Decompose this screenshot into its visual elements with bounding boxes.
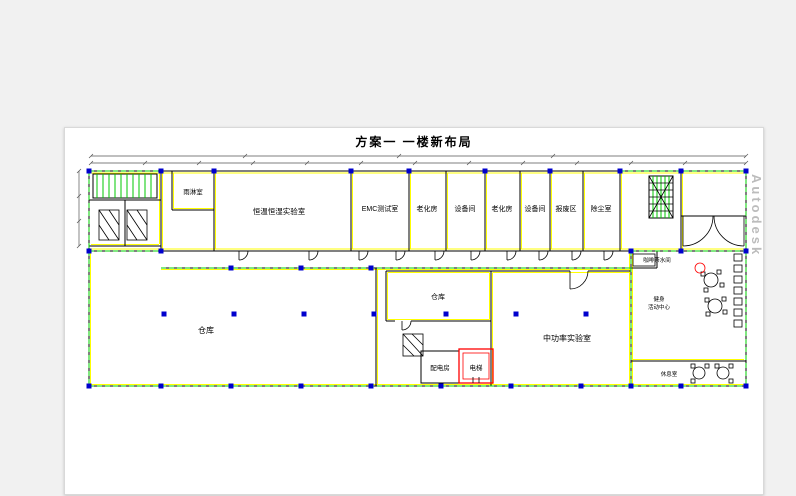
room-label-warehouse-small: 仓库 [431,292,445,301]
room-label-equipment-room-2: 设备间 [525,204,546,213]
elevator-shaft [458,348,494,384]
room-labels: 雨淋室 恒温恒湿实验室 EMC测试室 老化房 设备间 老化房 设备间 报废区 除… [183,187,677,378]
room-label-fitness-line2: 活动中心 [648,303,671,311]
room-label-thermo-lab: 恒温恒湿实验室 [253,206,306,216]
room-label-scrap-area: 报废区 [556,204,577,213]
column-layer [86,168,749,389]
furniture-right-wing [632,253,743,384]
room-label-equipment-room-1: 设备间 [455,204,476,213]
room-label-warehouse-main: 仓库 [198,325,214,335]
page-title: 方案一 一楼新布局 [355,135,473,149]
room-label-fitness-line1: 健身 [653,295,665,303]
room-label-aging-room-2: 老化房 [492,204,513,213]
stair-treads-right [648,175,674,219]
room-label-power-room: 配电房 [430,363,450,372]
floor-plan-canvas: 雨淋室 恒温恒湿实验室 EMC测试室 老化房 设备间 老化房 设备间 报废区 除… [76,153,749,389]
room-label-aging-room-1: 老化房 [417,204,438,213]
room-label-coffee-room: 咖啡茶水间 [643,256,671,264]
room-label-mid-power-lab: 中功率实验室 [543,333,591,343]
room-label-emc-room: EMC测试室 [362,204,399,213]
dimension-lines [76,153,749,249]
door-swings [238,215,745,331]
room-label-rain-room: 雨淋室 [183,187,203,196]
stair-hatch-left [96,174,152,198]
room-label-elevator: 电梯 [470,363,484,372]
green-grid-layer [88,170,747,387]
room-label-rest-room: 休息室 [661,370,678,378]
drawing-sheet: 方案一 一楼新布局 Autodesk [64,127,764,495]
equipment-fixtures [98,209,424,357]
room-label-dust-room: 除尘室 [591,204,612,213]
wall-layer [88,170,747,387]
yellow-wall-layer [90,172,744,385]
